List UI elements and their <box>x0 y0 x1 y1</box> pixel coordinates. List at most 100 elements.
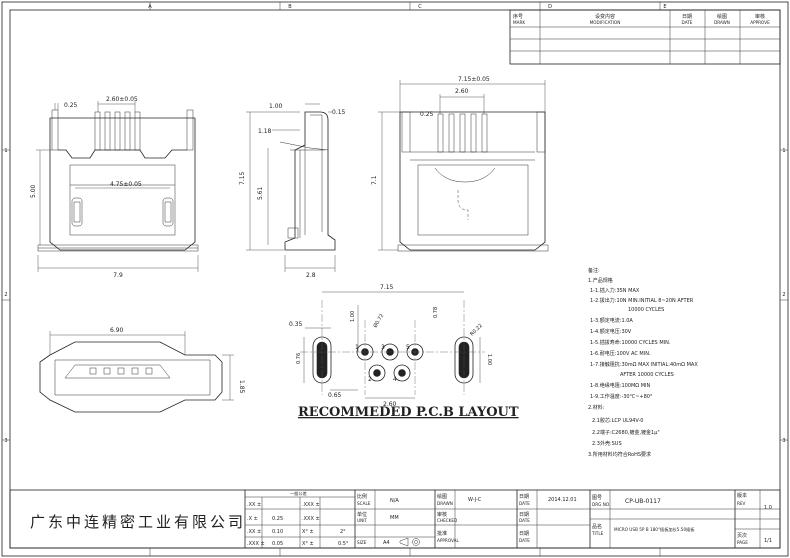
side-view: 1.00 0.15 1.18 5.61 7.15 2.8 <box>239 103 346 279</box>
pcb-dim-slot-r: R0.22 <box>469 323 484 338</box>
date1-value: 2014.12.01 <box>548 497 577 503</box>
tol-a-label: .XXX ± <box>247 541 265 547</box>
rear-dim-height: 7.1 <box>371 175 378 185</box>
drawn-label: 绘图 <box>437 493 447 500</box>
tol-b-label: X° ± <box>302 541 314 547</box>
approval-label-en: APPROVAL <box>437 538 460 543</box>
date1-label-en: DATE <box>519 501 530 506</box>
tol-a-label: .X ± <box>247 516 258 522</box>
rev-value: 1.0 <box>764 505 772 511</box>
scale-value: N/A <box>390 498 399 504</box>
date3-label-en: DATE <box>519 538 530 543</box>
projection-symbol-icon <box>399 537 420 547</box>
size-label: SIZE <box>357 540 367 545</box>
rev-header-mark-en: MARK <box>513 20 525 25</box>
approval-label: 批准 <box>437 530 447 537</box>
date1-label: 日期 <box>519 494 529 500</box>
pcb-dim-overall: 7.15 <box>380 284 394 291</box>
notes-title: 备注: <box>588 267 600 274</box>
notes-line: 1-7.接触阻抗:30mΩ MAX INITIAL:40mΩ MAX <box>590 361 698 368</box>
col-label-c: C <box>418 4 422 10</box>
pcb-slot-left <box>312 336 332 384</box>
tol-a-val: 0.25 <box>272 516 283 522</box>
notes-line: 2.3外壳:SUS <box>592 440 622 447</box>
scale-label: 比例 <box>357 493 367 500</box>
pcb-pin-label-2: 2 <box>368 376 372 383</box>
bottom-view: 6.90 1.85 <box>39 327 245 413</box>
front-dim-width: 7.9 <box>113 272 123 279</box>
rear-view: 7.15±0.05 2.60 0.25 7.1 <box>371 76 549 252</box>
side-dim-offset: 1.18 <box>258 128 272 135</box>
drawn-value: W-J-C <box>468 497 482 503</box>
pcb-slot-right <box>454 336 474 384</box>
tol-b-val: 2° <box>340 529 346 535</box>
row-label-1-right: 1 <box>782 148 785 154</box>
tol-a-label: .XX ± <box>247 502 261 508</box>
title-value: MICRO USB 5P B 180°插板加长5.50插板 <box>614 526 695 533</box>
rear-dim-pitch: 2.60 <box>455 88 469 95</box>
tolerance-header: 一般公差 <box>290 490 307 497</box>
pcb-dim-pitch-y: 1.00 <box>350 311 356 322</box>
tol-b-label: .XXX ± <box>302 502 320 508</box>
unit-label: 单位 <box>357 511 367 518</box>
date2-label: 日期 <box>519 512 529 518</box>
title-label: 品名 <box>592 523 602 530</box>
rev-label-en: REV <box>737 501 746 506</box>
page-label: 页次 <box>737 532 747 539</box>
checked-label: 审核 <box>437 511 447 518</box>
side-dim-depth: 2.8 <box>306 272 316 279</box>
notes-line: 3.所用材料均符合RoHS要求 <box>588 451 651 458</box>
notes-line: 1.产品规格 <box>588 277 613 284</box>
scale-label-en: SCALE <box>357 501 371 506</box>
rev-header-date: 日期 <box>682 14 692 20</box>
pcb-pin-label-3: 3 <box>381 344 385 351</box>
row-label-3: 3 <box>4 438 7 444</box>
rev-label: 版本 <box>737 492 747 499</box>
pcb-dim-hole: Ø0.72 <box>372 312 386 329</box>
notes: 备注: 1.产品规格 1-1.插入力:35N MAX 1-2.拔出力:10N M… <box>588 267 698 458</box>
tol-b-label: .XXX ± <box>302 516 320 522</box>
col-label-d: D <box>548 4 552 10</box>
side-dim-leg: 5.61 <box>257 186 264 200</box>
row-label-1: 1 <box>4 148 7 154</box>
pcb-layout: 1 3 5 2 4 7.15 0.35 Ø0.72 1.00 0.78 R0.2… <box>289 284 519 420</box>
notes-line: 1-6.耐电压:100V AC MIN. <box>590 350 651 357</box>
front-dim-height: 5.00 <box>30 184 37 198</box>
pcb-dim-slot-w: 0.35 <box>289 321 303 328</box>
notes-line: 1-2.拔出力:10N MIN.INITIAL 8~20N AFTER <box>590 297 694 304</box>
row-label-3-right: 3 <box>782 438 785 444</box>
notes-line: 1-3.额定电流:1.0A <box>590 317 633 324</box>
rev-header-mod: 设变内容 <box>595 13 615 20</box>
row-label-2: 2 <box>4 292 7 298</box>
unit-value: MM <box>390 515 399 521</box>
side-dim-height: 7.15 <box>239 171 246 185</box>
tol-a-label: .XX ± <box>247 529 261 535</box>
pcb-pad-4 <box>393 364 411 382</box>
row-label-2-right: 2 <box>782 292 785 298</box>
dwg-no-value: CP-UB-0117 <box>625 498 661 505</box>
pcb-dim-offset: 0.78 <box>433 307 439 318</box>
rear-dim-lead: 0.25 <box>420 111 434 118</box>
notes-line: 2.1胶芯:LCP UL94V-0 <box>592 417 643 424</box>
pcb-layout-title: RECOMMEDED P.C.B LAYOUT <box>298 405 519 420</box>
checked-label-en: CHECKED <box>437 518 457 523</box>
tol-b-val: 0.5° <box>338 541 349 547</box>
title-label-en: TITLE <box>591 531 604 536</box>
notes-line: 1-8.绝缘电阻:100MΩ MIN <box>590 382 650 389</box>
tol-a-val: 0.10 <box>272 529 283 535</box>
bottom-dim-width: 6.90 <box>110 327 124 334</box>
rev-header-approve-en: APPROVE <box>750 20 770 25</box>
notes-line: 10000 CYCLES <box>628 307 664 313</box>
notes-line: 1-9.工作温度:-30℃~+80° <box>590 393 653 400</box>
rev-header-approve: 审核 <box>755 13 765 20</box>
rev-header-drawn: 绘图 <box>717 13 727 20</box>
tol-b-label: X° ± <box>302 529 314 535</box>
revision-table: 序号 MARK 设变内容 MODIFICATION 日期 DATE 绘图 DRA… <box>509 9 781 65</box>
page-label-en: PAGE <box>737 540 748 545</box>
rev-header-drawn-en: DRAWN <box>714 20 730 25</box>
front-dim-inner: 4.75±0.05 <box>110 181 142 188</box>
side-dim-top: 1.00 <box>269 103 283 110</box>
notes-line: 1-1.插入力:35N MAX <box>590 287 640 294</box>
